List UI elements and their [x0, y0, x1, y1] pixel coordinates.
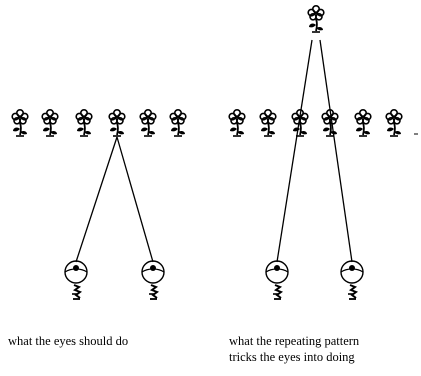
flower-icon [139, 108, 157, 137]
flower-icon [169, 108, 187, 137]
eye-icon [64, 260, 88, 300]
sight-line-right-eye [319, 39, 353, 263]
sight-line-left-eye [75, 136, 118, 263]
caption-right: what the repeating pattern tricks the ey… [229, 333, 359, 365]
flower-row-left [11, 108, 187, 137]
flower-icon [41, 108, 59, 137]
sight-line-right-eye [116, 136, 154, 263]
left-panel [11, 108, 187, 300]
flower-icon [385, 108, 403, 137]
flower-icon [259, 108, 277, 137]
flower-row-right [228, 108, 403, 137]
eye-icon [141, 260, 165, 300]
flower-icon [307, 4, 325, 33]
flower-icon [354, 108, 372, 137]
caption-right-line-2: tricks the eyes into doing [229, 350, 355, 364]
sight-line-left-eye [276, 39, 313, 263]
flower-icon [11, 108, 29, 137]
flower-icon [108, 108, 126, 137]
eye-icon [340, 260, 364, 300]
flower-icon [228, 108, 246, 137]
right-panel [228, 4, 418, 300]
caption-right-line-1: what the repeating pattern [229, 334, 360, 348]
flower-icon [75, 108, 93, 137]
eye-icon [265, 260, 289, 300]
caption-left: what the eyes should do [8, 334, 129, 348]
